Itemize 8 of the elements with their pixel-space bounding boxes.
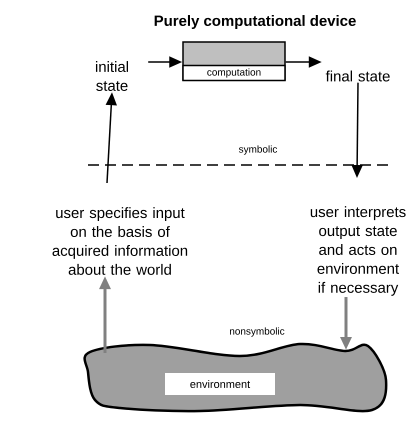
description-text: user interprets output state and acts on environment if necessary bbox=[310, 206, 406, 296]
title: Purely computational device bbox=[154, 15, 356, 29]
state-label: final state bbox=[326, 70, 390, 82]
description-text: user specifies input on the basis of acquired information about the world bbox=[52, 207, 188, 275]
environment-blob: environment bbox=[83, 342, 388, 412]
computation-box: computation bbox=[182, 41, 286, 82]
region-label: symbolic bbox=[238, 145, 278, 155]
state-label: initial state bbox=[96, 61, 128, 91]
